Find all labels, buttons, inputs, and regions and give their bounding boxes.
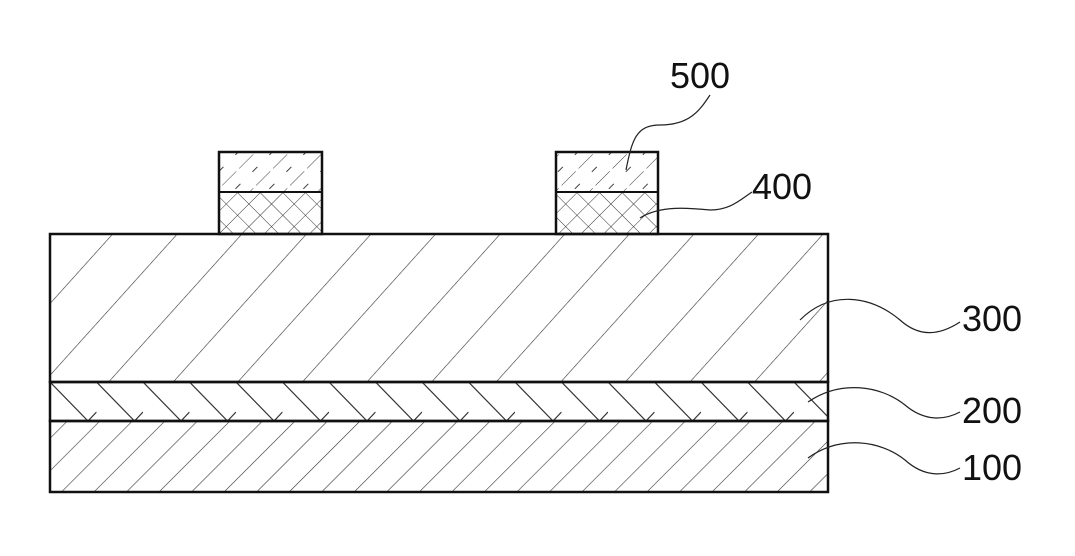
layer-100 bbox=[48, 419, 830, 494]
layer-200 bbox=[48, 380, 830, 423]
label-200: 200 bbox=[962, 390, 1022, 431]
pad-left bbox=[217, 150, 324, 236]
layer-300 bbox=[48, 232, 830, 384]
label-300: 300 bbox=[962, 298, 1022, 339]
label-100: 100 bbox=[962, 447, 1022, 488]
leader-lines bbox=[625, 94, 961, 475]
label-500: 500 bbox=[670, 55, 730, 96]
label-400: 400 bbox=[752, 166, 812, 207]
pad-right bbox=[554, 150, 660, 236]
